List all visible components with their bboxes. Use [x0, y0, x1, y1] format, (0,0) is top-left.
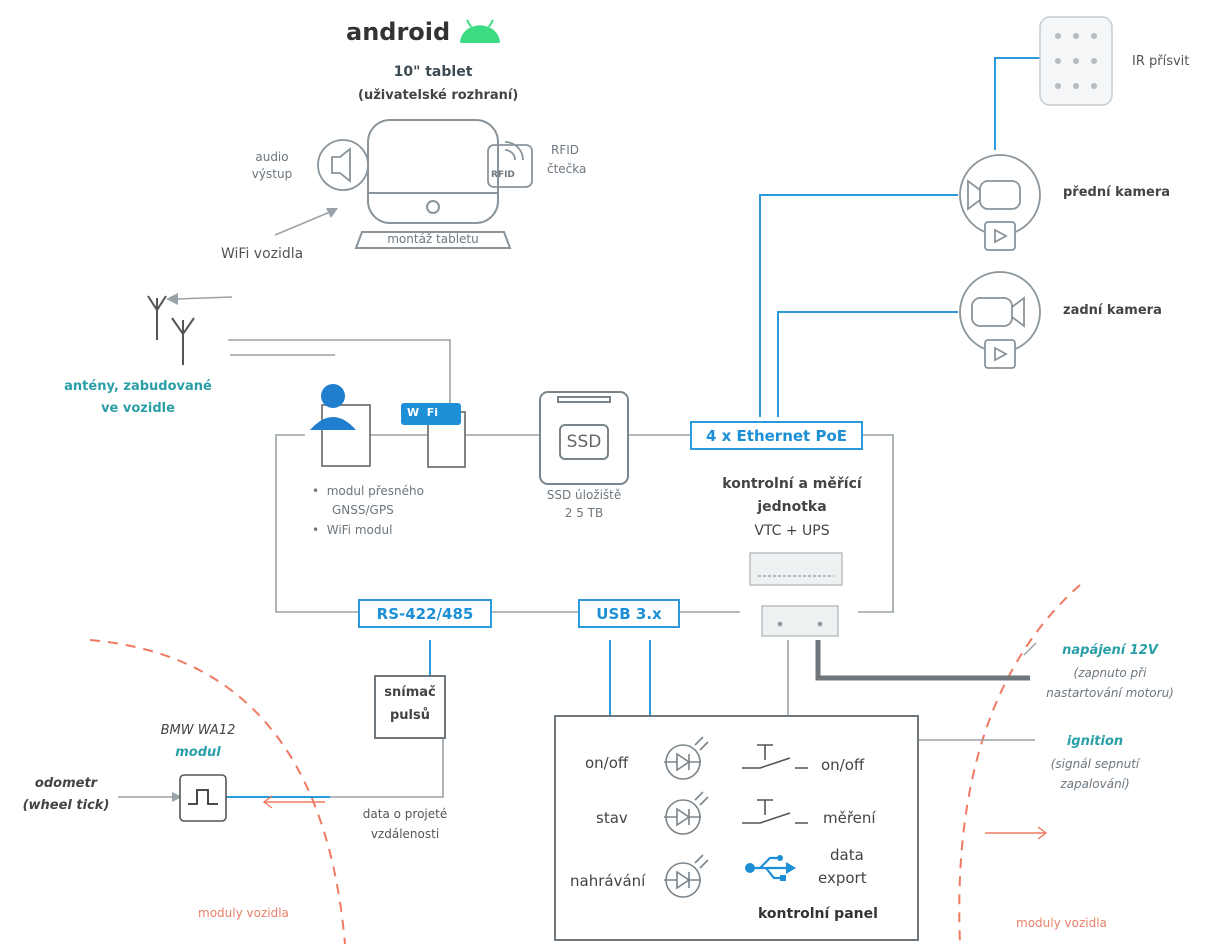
right-orange-arrow [985, 826, 1048, 840]
odometer-label-2: (wheel tick) [22, 798, 110, 813]
android-icon [460, 19, 500, 43]
right-vehicle-boundary [958, 584, 1081, 944]
tablet-mount-label: montáž tabletu [387, 232, 479, 246]
pulse-sensor-label-2: pulsů [389, 708, 430, 723]
bmw-module-icon [179, 774, 227, 822]
power-label-2: nastartování motoru) [1046, 686, 1174, 700]
panel-measure: měření [823, 809, 876, 827]
antennas-label-1: antény, zabudované [64, 379, 212, 394]
android-wordmark: android [346, 18, 451, 46]
wifi-vehicle-label: WiFi vozidla [221, 246, 304, 262]
panel-onoff-left: on/off [585, 754, 629, 772]
ssd-label-2: 2 5 TB [564, 506, 604, 520]
led-icon-recording [664, 854, 709, 898]
antennas-label-2: ve vozidle [101, 401, 175, 416]
module-bullet-2: • WiFi modul [312, 523, 393, 537]
antenna-cable [228, 339, 451, 405]
rfid-icon-text: RFID [491, 170, 515, 180]
vehicle-modules-left: moduly vozidla [198, 906, 289, 920]
bmw-label-1: BMW WA12 [160, 723, 236, 738]
odometer-label-1: odometr [34, 776, 98, 791]
tablet-subtitle: (uživatelské rozhraní) [358, 88, 519, 103]
front-camera-icon [959, 154, 1041, 251]
distance-label-1: data o projeté [362, 807, 448, 821]
ignition-label-2: zapalování) [1060, 777, 1130, 791]
vehicle-modules-right: moduly vozidla [1016, 916, 1107, 930]
antenna-icons [147, 295, 195, 365]
gnss-module-icon [310, 384, 371, 467]
switch-icon-measure [742, 799, 808, 824]
ssd-label-1: SSD úložiště [546, 488, 622, 502]
front-camera-label: přední kamera [1063, 185, 1171, 200]
tablet-title: 10" tablet [393, 64, 473, 80]
led-icon-status [664, 791, 709, 835]
led-icon-onoff [664, 736, 709, 780]
rear-camera-cable [777, 311, 958, 417]
module-bullet-1: • modul přesného [312, 484, 424, 498]
bullet-dot-icon: • [312, 484, 327, 498]
rfid-label-1: RFID [551, 143, 580, 157]
rfid-label-2: čtečka [547, 162, 587, 176]
wifi-module-icon [401, 403, 466, 468]
control-panel-box [554, 715, 919, 941]
front-camera-cable [759, 194, 958, 417]
control-unit-label-1: kontrolní a měřící [722, 476, 862, 492]
control-unit-label-3: VTC + UPS [754, 523, 830, 539]
left-orange-arrow [262, 795, 325, 809]
usb-interface-box: USB 3.x [578, 599, 680, 628]
panel-onoff-right: on/off [821, 756, 865, 774]
ssd-icon-text: SSD [566, 432, 602, 452]
rear-camera-label: zadní kamera [1063, 303, 1162, 318]
panel-recording: nahrávání [570, 872, 646, 890]
control-unit-icon [749, 552, 843, 637]
ir-cable [994, 57, 1040, 150]
power-title: napájení 12V [1062, 643, 1158, 658]
control-unit-label-2: jednotka [757, 499, 827, 515]
audio-label-2: výstup [251, 167, 293, 181]
usb-icon [745, 855, 796, 881]
wifi-badge-text: W Fi [407, 406, 439, 419]
panel-export-1: data [830, 846, 864, 864]
control-panel-title: kontrolní panel [758, 906, 878, 922]
ir-label: IR přísvit [1132, 54, 1190, 69]
audio-label-1: audio [255, 150, 289, 164]
ethernet-poe-box: 4 x Ethernet PoE [690, 421, 863, 450]
tablet-icon [354, 119, 512, 249]
distance-label-2: vzdálenosti [370, 827, 440, 841]
ignition-title: ignition [1066, 734, 1124, 749]
ignition-label-1: (signál sepnutí [1050, 757, 1140, 771]
rear-camera-icon [959, 271, 1041, 369]
panel-status: stav [596, 809, 628, 827]
pulse-sensor-box [374, 675, 446, 739]
left-bus-line [275, 434, 358, 613]
ir-light-icon [1039, 16, 1113, 106]
speaker-icon [317, 139, 369, 191]
wifi-arrow [175, 296, 233, 300]
bullet-dot-icon: • [312, 523, 327, 537]
module-bullet-1-cont: GNSS/GPS [332, 503, 394, 517]
ssd-icon [539, 391, 629, 485]
power-label-1: (zapnuto při [1073, 666, 1147, 680]
rfid-icon [487, 141, 533, 188]
switch-icon-onoff [742, 744, 808, 769]
panel-export-2: export [818, 869, 867, 887]
left-vehicle-boundary [89, 639, 346, 944]
rs-interface-box: RS-422/485 [358, 599, 492, 628]
pulse-sensor-label-1: snímač [384, 685, 436, 700]
bmw-label-2: modul [175, 745, 221, 760]
power-cable [815, 640, 1030, 681]
